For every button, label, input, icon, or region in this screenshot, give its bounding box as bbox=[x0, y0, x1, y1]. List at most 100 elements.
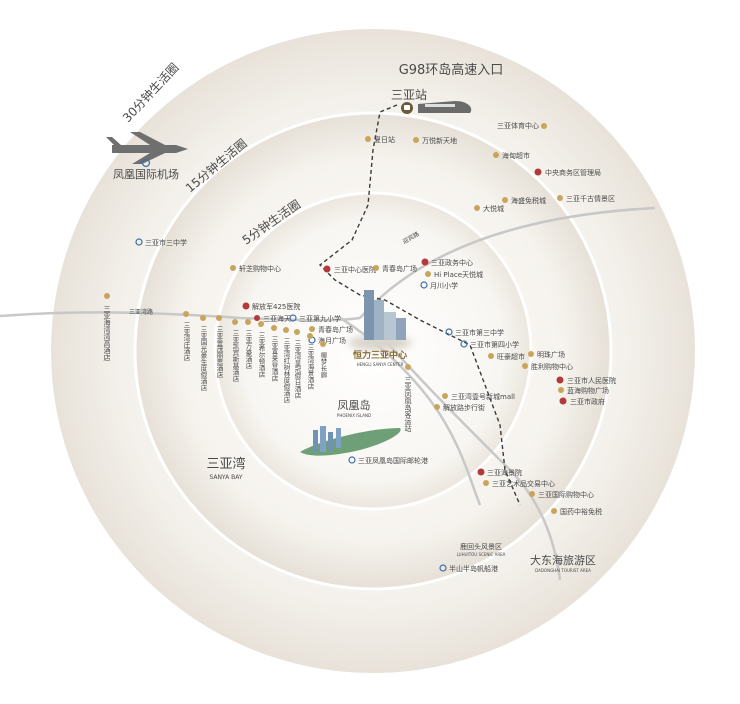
poi-shengli-icon bbox=[522, 363, 528, 369]
phoenix-island-icon bbox=[300, 426, 401, 456]
poi-zhongyang: 中央商务区管理局 bbox=[545, 168, 601, 177]
poi-haidian: 海甸超市 bbox=[502, 151, 530, 160]
poi-haidian-icon bbox=[493, 152, 499, 158]
poi-phoenix-port: 三亚凤凰岛国际邮轮港 bbox=[358, 456, 428, 465]
poi-zhengwu-icon bbox=[421, 258, 429, 266]
poi-sanzhong-icon bbox=[135, 238, 143, 246]
train-icon bbox=[418, 101, 472, 113]
poi-mingzhu-icon bbox=[528, 351, 534, 357]
poi-shida4-icon bbox=[460, 340, 468, 348]
dadonghai-en: DADONGHAI TOURIST AREA bbox=[535, 568, 591, 573]
poi-yuechuan: 月川小学 bbox=[430, 281, 458, 290]
poi-jiefangjun: 解放军425医院 bbox=[252, 302, 300, 311]
poi-dadongmen-icon bbox=[474, 205, 480, 211]
poi-zhengfu-icon bbox=[559, 397, 567, 405]
sanya-bay-cn: 三亚湾 bbox=[206, 456, 245, 472]
poi-zhongxin-yy-icon bbox=[323, 265, 331, 273]
poi-left-hotel-icon bbox=[104, 293, 110, 299]
hotel-label: 三亚金茂丽思酒店 bbox=[215, 326, 223, 380]
hotel-marker-icon bbox=[258, 321, 264, 327]
poi-zhengwu: 三亚政务中心 bbox=[431, 258, 473, 267]
poi-haiyuntai-icon bbox=[477, 468, 485, 476]
railway-line bbox=[318, 104, 521, 506]
poi-yishu-icon bbox=[483, 480, 489, 486]
hotel-marker-icon bbox=[245, 319, 251, 325]
poi-banshan: 半山半岛帆船港 bbox=[449, 564, 498, 573]
poi-guoji-gw-icon bbox=[529, 491, 535, 497]
poi-left-hotel: 三亚海湾湾高酒店 bbox=[103, 305, 111, 362]
poi-jiefanglu: 解放路步行街 bbox=[443, 403, 485, 412]
poi-zhongyang-icon bbox=[534, 168, 542, 176]
poi-haiyue: 海月广场 bbox=[318, 336, 346, 345]
poi-lanhai: 蓝海购物广场 bbox=[567, 386, 609, 395]
poi-lanhai-icon bbox=[558, 387, 564, 393]
poi-wanda: 三亚湾壹号新城mall bbox=[451, 392, 515, 401]
poi-haitian: 三亚海天 bbox=[263, 314, 291, 323]
poi-xuanhuang: 轩芝购物中心 bbox=[239, 264, 281, 273]
phoenix-island-cn: 凤凰岛 bbox=[338, 398, 371, 412]
poi-banshan-icon bbox=[439, 564, 447, 572]
poi-xiari-icon bbox=[365, 136, 371, 142]
hotel-label: 三亚湾庄酒店 bbox=[182, 322, 190, 363]
poi-guoji-cy-icon bbox=[551, 508, 557, 514]
airport-label: 凤凰国际机场 bbox=[113, 167, 179, 181]
poi-wanda-icon bbox=[442, 393, 448, 399]
hotel-label: 椰梦长廊 bbox=[319, 351, 327, 380]
poi-xiari: 夏日站 bbox=[374, 135, 395, 144]
poi-jiuxiao-icon bbox=[289, 314, 297, 322]
hotel-label: 三亚湾皇冠假日酒店 bbox=[293, 340, 301, 400]
hotel-marker-icon bbox=[271, 325, 277, 331]
poi-haiyuntai: 三亚海景院 bbox=[487, 468, 522, 477]
hotel-marker-icon bbox=[183, 311, 189, 317]
poi-haisheng: 海盛免税城 bbox=[511, 196, 546, 205]
poi-qinghai-icon bbox=[373, 265, 379, 271]
poi-tiyu-icon bbox=[541, 123, 547, 129]
logo-cn: 恒力三亚中心 bbox=[353, 349, 407, 361]
poi-qinghai2: 青春岛广场 bbox=[318, 325, 353, 334]
poi-jiefanglu-icon bbox=[434, 404, 440, 410]
poi-xuanhuang-icon bbox=[230, 265, 236, 271]
hotel-label: 三亚凯宾斯基酒店 bbox=[231, 330, 239, 384]
hotel-markers: 三亚湾庄酒店三亚国光豪生度假酒店三亚金茂丽思酒店三亚凯宾斯基酒店三亚万豪酒店三亚… bbox=[182, 311, 327, 404]
poi-yuechuan-icon bbox=[420, 281, 428, 289]
poi-dadongmen: 大悦城 bbox=[483, 204, 504, 213]
station-label: 三亚站 bbox=[391, 88, 427, 102]
poi-guoji-gw: 三亚国际购物中心 bbox=[538, 490, 594, 499]
poi-shida3-icon bbox=[445, 328, 453, 336]
poi-yishu: 三亚艺术品交易中心 bbox=[492, 479, 555, 488]
poi-hiplace-icon bbox=[425, 271, 431, 277]
hotel-marker-icon bbox=[232, 319, 238, 325]
hotel-label: 三亚万豪酒店 bbox=[244, 330, 252, 371]
phoenix-island-en: PHOENIX ISLAND bbox=[337, 413, 371, 418]
luhuitou-cn: 鹿回头风景区 bbox=[460, 542, 502, 551]
hotel-marker-icon bbox=[307, 333, 313, 339]
poi-guoji-cy: 国药中裕免税 bbox=[560, 507, 602, 516]
hotel-label: 三亚湾海景酒店 bbox=[306, 344, 314, 391]
poi-wanyue: 万悦新天地 bbox=[422, 136, 457, 145]
poi-wanyue-icon bbox=[413, 137, 419, 143]
poi-shida4: 三亚市第四小学 bbox=[470, 340, 519, 349]
poi-phoenix-port-icon bbox=[348, 456, 356, 464]
poi-wangmao: 旺豪超市 bbox=[497, 352, 525, 361]
poi-haitian-icon bbox=[254, 315, 260, 321]
poi-right-vert: 三亚凤凰岛客运站 bbox=[404, 376, 412, 433]
road-label-left: 三亚湾路 bbox=[129, 308, 153, 316]
hotel-label: 三亚国光豪生度假酒店 bbox=[199, 326, 207, 393]
poi-qianguqing-icon bbox=[557, 195, 563, 201]
luhuitou-en: LUHUITOU SCENIC AREA bbox=[457, 552, 506, 557]
poi-shida3: 三亚市第三中学 bbox=[455, 328, 504, 337]
poi-qianguqing: 三亚千古情景区 bbox=[566, 194, 615, 203]
poi-qinghai: 青春岛广场 bbox=[382, 264, 417, 273]
poi-zhongxin-yy: 三亚中心医院 bbox=[334, 265, 376, 274]
poi-renmin-yy-icon bbox=[556, 376, 564, 384]
poi-renmin-yy: 三亚市人民医院 bbox=[567, 376, 616, 385]
hotel-marker-icon bbox=[200, 315, 206, 321]
poi-qinghai2-icon bbox=[309, 326, 315, 332]
poi-tiyu: 三亚体育中心 bbox=[497, 121, 539, 130]
hotel-label: 三亚希尔顿酒店 bbox=[257, 332, 265, 379]
roads bbox=[0, 206, 656, 581]
station-icon bbox=[401, 102, 413, 114]
hotel-marker-icon bbox=[320, 341, 326, 347]
poi-sanzhong: 三亚市三中学 bbox=[145, 238, 187, 247]
